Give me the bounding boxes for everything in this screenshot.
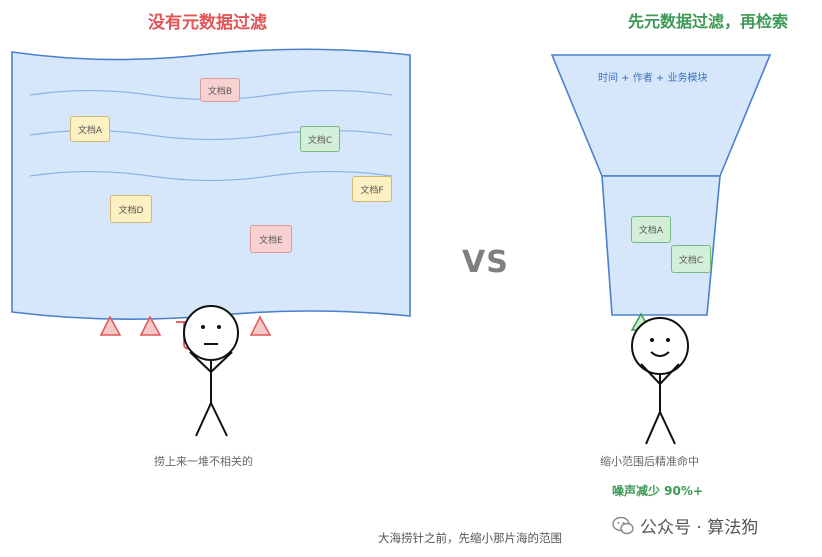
wechat-icon — [612, 516, 634, 534]
sea-area — [11, 48, 411, 320]
funnel-filter-label: 时间 + 作者 + 业务模块 — [598, 73, 708, 84]
right-caption: 缩小范围后精准命中 — [600, 455, 699, 468]
left-person — [183, 305, 239, 437]
warning-triangle — [99, 315, 122, 336]
left-caption: 捞上来一堆不相关的 — [154, 455, 253, 468]
watermark-text: 公众号 · 算法狗 — [640, 518, 759, 538]
doc-card: 文档B — [200, 78, 240, 102]
doc-card: 文档F — [352, 176, 392, 202]
right-person — [631, 317, 689, 445]
doc-card: 文档A — [631, 216, 671, 243]
doc-card: 文档C — [300, 126, 340, 152]
left-title: 没有元数据过滤 — [148, 13, 267, 33]
warning-triangle — [139, 315, 162, 336]
bottom-caption: 大海捞针之前，先缩小那片海的范围 — [378, 531, 562, 545]
doc-card: 文档A — [70, 116, 110, 142]
right-title: 先元数据过滤，再检索 — [628, 12, 789, 31]
vs-label: VS — [462, 245, 509, 280]
watermark: 公众号 · 算法狗 — [612, 513, 758, 538]
doc-card: 文档E — [250, 225, 292, 253]
wave-line — [29, 170, 393, 182]
funnel-bottom — [601, 175, 721, 316]
noise-reduction-label: 噪声减少 90%+ — [612, 484, 703, 498]
doc-card: 文档C — [671, 245, 711, 273]
doc-card: 文档D — [110, 195, 152, 223]
warning-triangle — [249, 315, 272, 336]
